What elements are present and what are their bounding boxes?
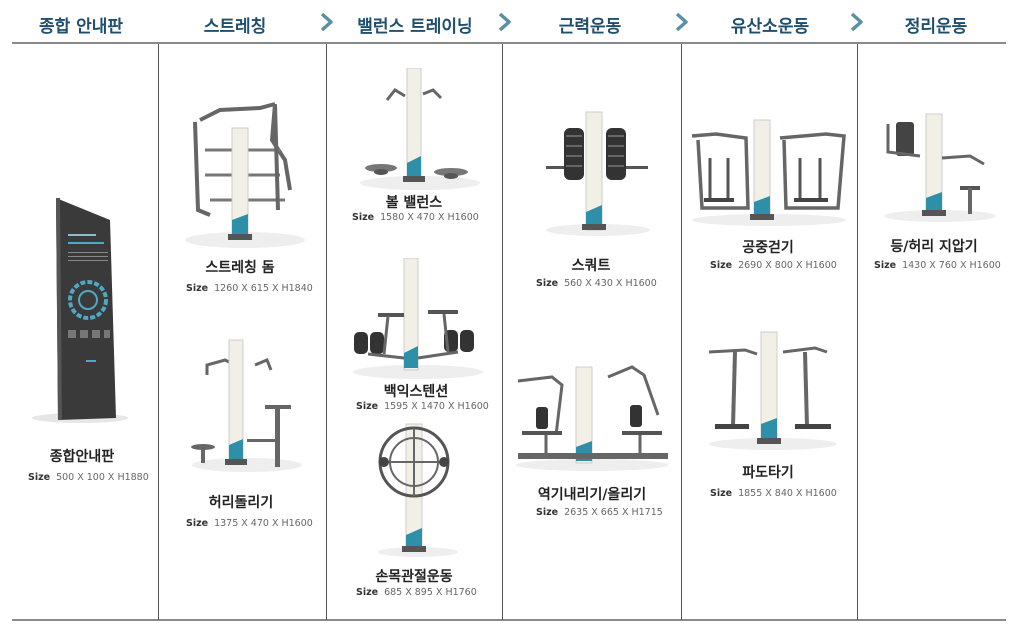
footer-divider [12,619,1006,621]
column-divider [158,44,159,620]
category-aerobic: 유산소운동 [730,17,810,37]
product-name: 종합안내판 [49,449,115,465]
wrist-joint-image [378,423,458,557]
squat-image [546,111,650,236]
header-divider [12,42,1006,44]
chevron-right-icon [498,12,512,32]
category-cooldown: 정리운동 [904,17,968,37]
waist-twister-image [191,339,302,472]
product-name: 스쿼트 [571,258,611,274]
surf-rider-image [708,331,837,450]
category-strength: 근력운동 [558,17,622,37]
air-walker-image [691,119,846,226]
column-divider [326,44,327,620]
back-press-image [884,113,996,222]
lat-pull-press-image [516,365,668,471]
product-name: 스트레칭 돔 [205,260,275,276]
column-divider [681,44,682,620]
chevron-right-icon [320,12,334,32]
product-name: 공중걷기 [742,240,794,256]
column-divider [857,44,858,620]
category-stretching: 스트레칭 [203,17,267,37]
category-balance: 밸런스 트레이닝 [357,17,473,37]
product-name: 역기내리기/올리기 [537,487,647,503]
stretching-dome-image [185,102,305,248]
product-name: 볼 밸런스 [385,195,443,211]
chevron-right-icon [850,12,864,32]
product-name: 허리돌리기 [208,495,274,511]
product-name: 손목관절운동 [375,569,453,585]
category-guide: 종합 안내판 [38,17,124,37]
column-divider [502,44,503,620]
chevron-right-icon [675,12,689,32]
back-extension-image [353,258,483,379]
guide-board-image [32,198,128,423]
product-name: 등/허리 지압기 [890,239,978,255]
product-name: 파도타기 [742,465,794,481]
ball-balance-image [360,68,480,190]
category-header: 종합 안내판 스트레칭 밸런스 트레이닝 근력운동 유산소운동 정리운동 [0,0,1024,44]
product-name: 백익스텐션 [383,384,449,400]
